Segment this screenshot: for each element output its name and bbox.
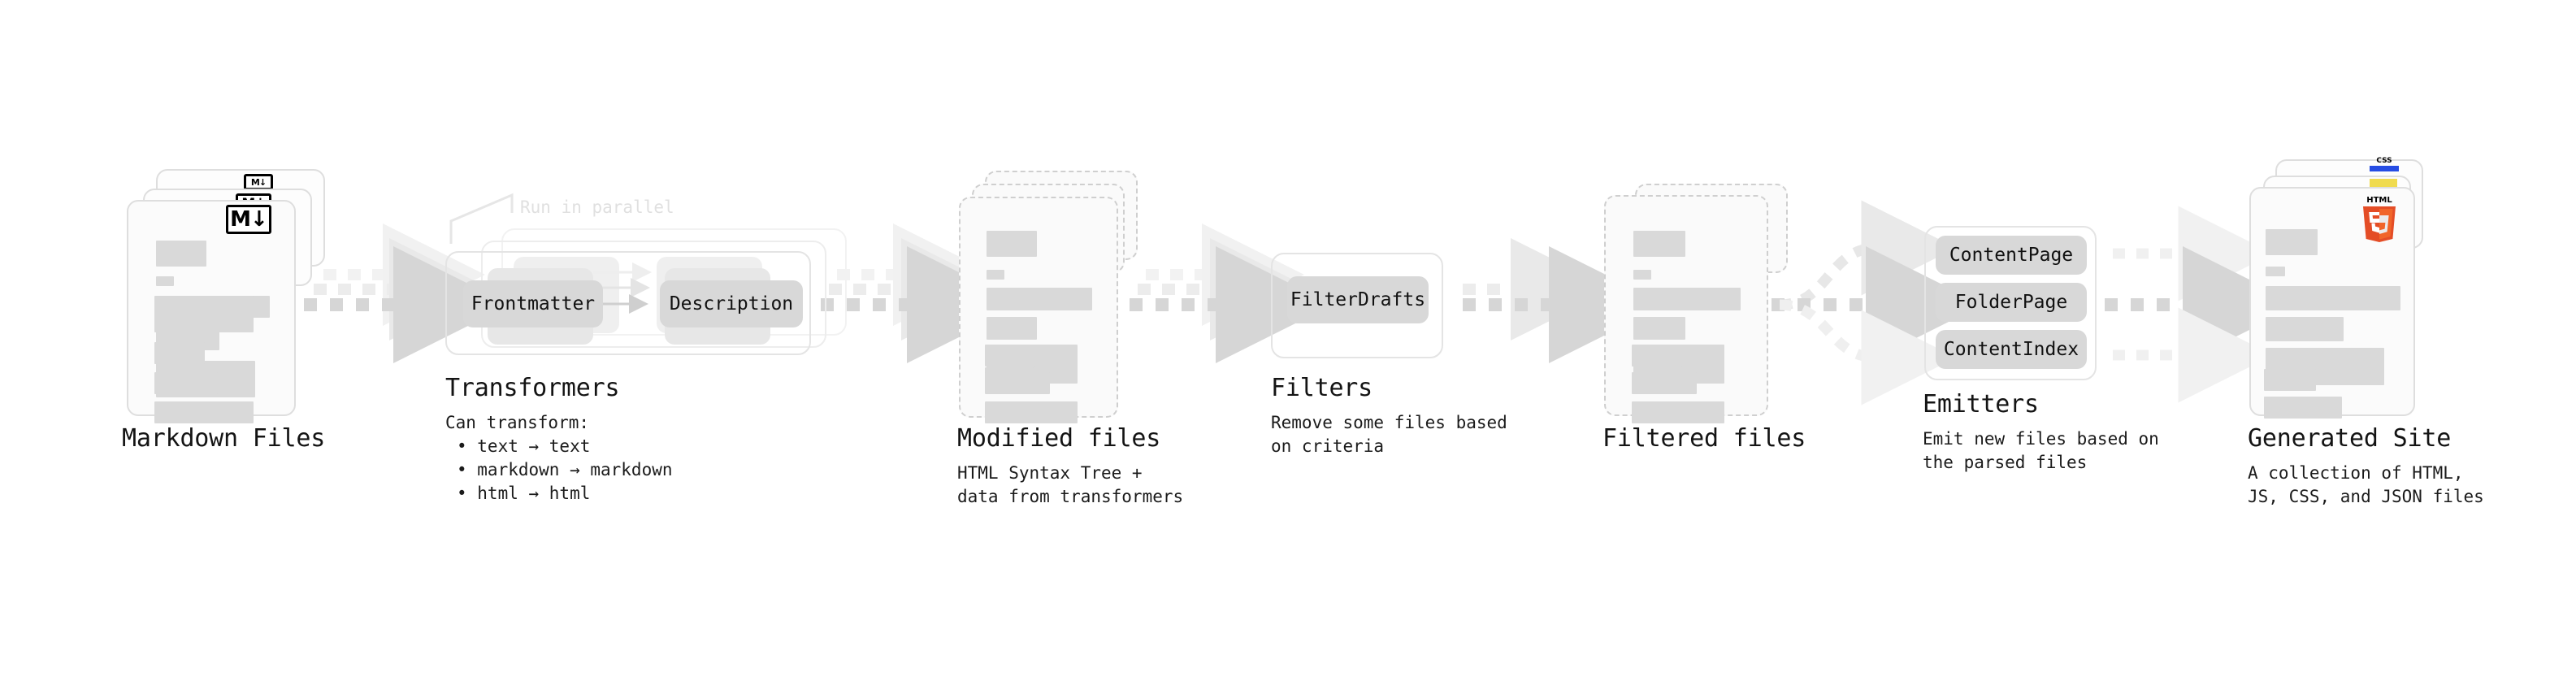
modified-files-title: Modified files (957, 424, 1161, 453)
arrow-filters-to-filtered (1463, 238, 1666, 363)
markdown-icon-back2-text: M↓ (250, 176, 267, 188)
placeholder-line (1633, 270, 1651, 280)
filters-title: Filters (1271, 374, 1373, 402)
emitters-subtitle-1: Emit new files based on (1923, 429, 2159, 449)
placeholder-line (2266, 286, 2400, 310)
emitter-chip-contentpage[interactable]: ContentPage (1936, 236, 2087, 275)
placeholder-line (985, 345, 1035, 367)
placeholder-line (2264, 369, 2316, 391)
placeholder-line (2264, 397, 2342, 419)
svg-text:HTML: HTML (2366, 196, 2392, 205)
arrow-modified-to-filters (1130, 223, 1333, 363)
placeholder-line (1632, 345, 1682, 367)
emitters-title: Emitters (1923, 390, 2039, 419)
markdown-files-title: Markdown Files (122, 424, 326, 453)
modified-files-subtitle-2: data from transformers (957, 487, 1184, 506)
emitters-subtitle-2: the parsed files (1923, 453, 2088, 472)
placeholder-line (154, 296, 254, 332)
placeholder-line (2266, 317, 2344, 341)
filters-subtitle-2: on criteria (1271, 436, 1385, 456)
placeholder-line (156, 241, 206, 267)
filter-chip-filterdrafts-label: FilterDrafts (1290, 289, 1426, 310)
transformers-group-front (445, 251, 811, 355)
placeholder-line (987, 317, 1037, 340)
emitter-chip-contentindex-label: ContentIndex (1943, 339, 2079, 360)
placeholder-line (154, 401, 254, 423)
transformers-bullet-0: • text → text (457, 436, 591, 456)
generated-site-subtitle-1: A collection of HTML, (2248, 463, 2464, 483)
transformers-bullet-2: • html → html (457, 484, 591, 503)
placeholder-line (987, 270, 1004, 280)
placeholder-line (987, 288, 1092, 310)
placeholder-line (1632, 372, 1697, 394)
placeholder-line (987, 231, 1037, 257)
placeholder-line (1633, 288, 1741, 310)
transformer-chip-frontmatter[interactable]: Frontmatter (463, 280, 603, 327)
filters-subtitle-1: Remove some files based (1271, 413, 1507, 432)
css-icon-text: CSS (2376, 157, 2392, 165)
arrow-filtered-to-emitters (1772, 200, 1983, 406)
emitter-chip-folderpage-label: FolderPage (1954, 292, 2068, 313)
placeholder-line (154, 342, 205, 364)
emitters-group (1924, 226, 2097, 380)
transformers-bullet-1: • markdown → markdown (457, 460, 673, 479)
emitter-chip-contentpage-label: ContentPage (1949, 245, 2074, 266)
markdown-icon-back2: M↓ (244, 174, 273, 190)
filtered-files-title: Filtered files (1602, 424, 1806, 453)
transformer-chip-description-label: Description (669, 293, 794, 314)
filters-group (1271, 253, 1443, 358)
emitter-chip-folderpage[interactable]: FolderPage (1936, 283, 2087, 322)
run-in-parallel-label: Run in parallel (520, 197, 674, 217)
markdown-icon: M↓ (226, 205, 271, 234)
placeholder-line (985, 401, 1078, 423)
placeholder-line (1633, 317, 1685, 340)
transformers-subtitle: Can transform: (445, 413, 590, 432)
placeholder-line (2266, 229, 2318, 255)
placeholder-line (154, 372, 218, 394)
site-sheet-lines (2251, 189, 2413, 414)
transformer-chip-frontmatter-label: Frontmatter (471, 293, 596, 314)
arrow-emitters-to-site (2105, 206, 2300, 403)
generated-site-subtitle-2: JS, CSS, and JSON files (2248, 487, 2484, 506)
placeholder-line (2266, 267, 2285, 276)
placeholder-line (985, 372, 1050, 394)
arrow-md-to-transformers (304, 223, 510, 363)
filter-chip-filterdrafts[interactable]: FilterDrafts (1287, 276, 1429, 323)
placeholder-line (1632, 401, 1724, 423)
transformers-title: Transformers (445, 374, 620, 402)
placeholder-line (1633, 231, 1685, 257)
css-icon: CSS (2370, 157, 2399, 171)
generated-site-title: Generated Site (2248, 424, 2452, 453)
emitter-chip-contentindex[interactable]: ContentIndex (1936, 330, 2087, 369)
html5-icon: HTML (2358, 193, 2396, 242)
markdown-icon-text: M↓ (230, 207, 268, 232)
transformer-chip-description[interactable]: Description (660, 280, 803, 327)
placeholder-line (156, 276, 174, 286)
modified-files-subtitle-1: HTML Syntax Tree + (957, 463, 1143, 483)
